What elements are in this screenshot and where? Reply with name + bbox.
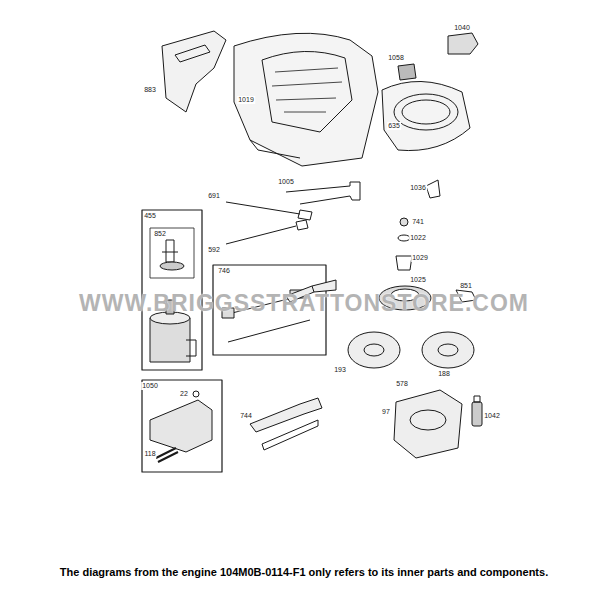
callout-number: 851 [459,282,473,290]
callout-number: 635 [387,122,401,130]
callout-number: 97 [381,408,391,416]
callout-number: 691 [207,192,221,200]
callout-number: 592 [207,246,221,254]
caption: The diagrams from the engine 104M0B-0114… [4,566,604,578]
callout-number: 883 [143,86,157,94]
callout-number: 741 [411,218,425,226]
callout-number: 22 [179,390,189,398]
callout-number: 852 [153,230,167,238]
callout-number: 118 [143,450,156,458]
callout-number: 1025 [409,276,427,284]
callout-number: 578 [395,380,409,388]
callout-number: 746 [217,267,231,275]
watermark: WWW.BRIGGSSTRATTONSTORE.COM [79,290,529,317]
callout-number: 744 [239,412,253,420]
callout-number: 188 [437,370,451,378]
callout-number: 455 [143,212,157,220]
callout-number: 1050 [141,382,159,390]
callout-number: 1040 [453,24,471,32]
callout-number: 1029 [411,254,429,262]
callout-number: 1036 [409,184,427,192]
callout-number: 193 [333,366,347,374]
callout-number: 1005 [277,178,295,186]
callout-number: 1019 [237,96,255,104]
callout-number: 1058 [387,54,405,62]
callout-number: 1022 [409,234,427,242]
callout-number: 1042 [483,412,501,420]
